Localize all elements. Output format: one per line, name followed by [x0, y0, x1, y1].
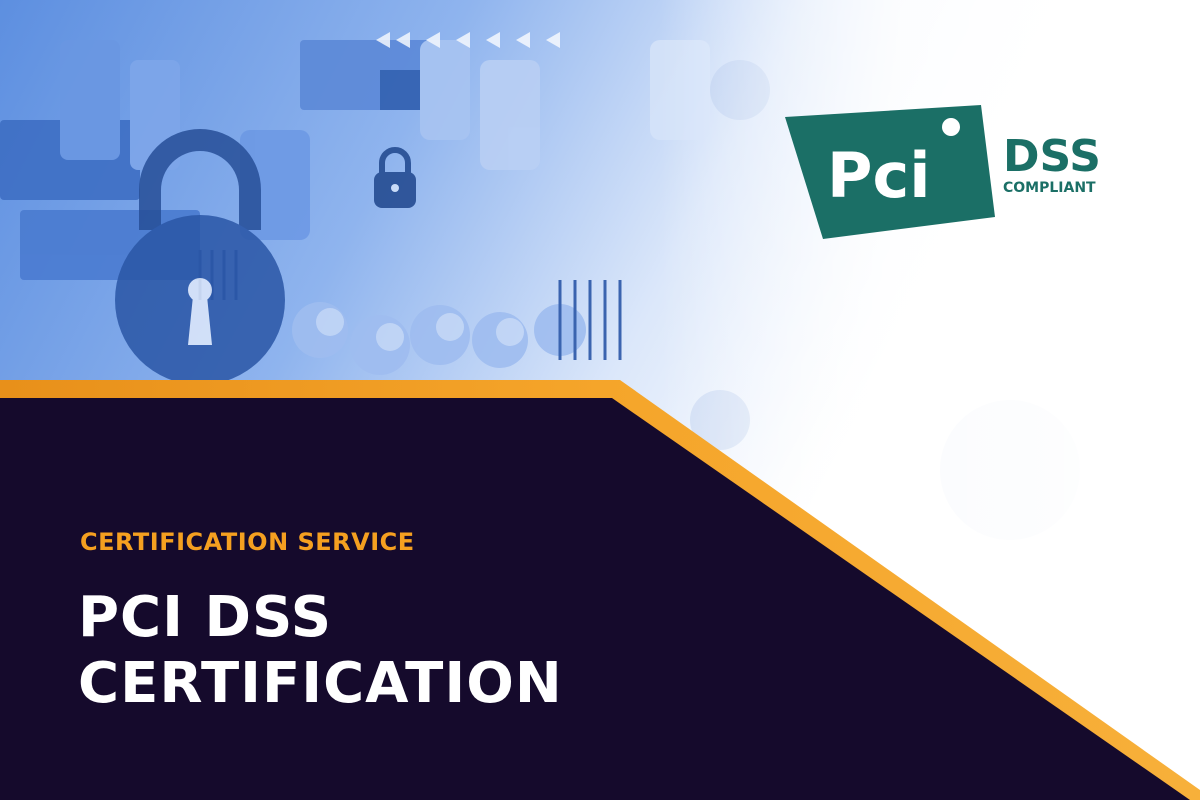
title-line-1: PCI DSS [78, 585, 333, 650]
title-line-2: CERTIFICATION [78, 651, 563, 716]
pci-dss-compliant-logo: Pci DSS COMPLIANT [785, 105, 1115, 245]
logo-pci-text: Pci [827, 139, 930, 212]
subtitle: CERTIFICATION SERVICE [80, 528, 415, 556]
page-title: PCI DSS CERTIFICATION [78, 585, 563, 717]
logo-dss-text: DSS [1003, 131, 1101, 182]
logo-compliant-text: COMPLIANT [1003, 180, 1096, 196]
